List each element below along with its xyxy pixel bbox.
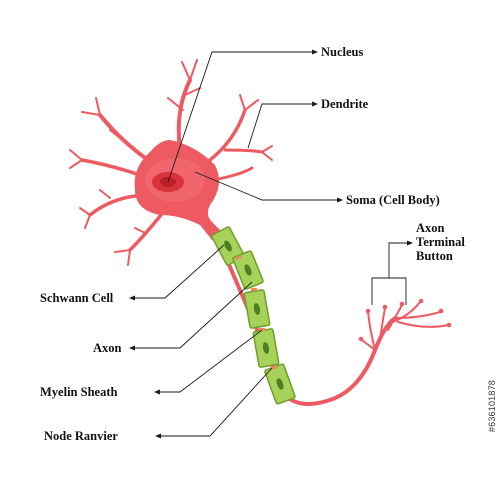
leader-node-ranvier <box>155 367 273 439</box>
soma <box>134 140 222 240</box>
myelin-sheath-segments <box>211 226 296 405</box>
label-axon-terminal-line3: Button <box>416 249 453 263</box>
myelin-segment <box>232 250 264 290</box>
label-node-ranvier: Node Ranvier <box>44 429 118 443</box>
label-axon-terminal-line2: Terminal <box>416 235 465 249</box>
label-axon-terminal-line1: Axon <box>416 221 445 235</box>
label-nucleus: Nucleus <box>321 45 364 59</box>
leader-nucleus <box>167 49 318 183</box>
axon-terminals <box>361 301 449 351</box>
stock-watermark: #636101878 <box>487 380 497 433</box>
myelin-segment <box>243 289 271 329</box>
leader-schwann-cell <box>129 244 225 301</box>
leader-dendrite <box>247 101 318 149</box>
label-axon: Axon <box>93 341 122 355</box>
leader-myelin-sheath <box>154 329 263 395</box>
label-dendrite: Dendrite <box>321 97 369 111</box>
label-schwann-cell: Schwann Cell <box>40 291 114 305</box>
leader-axon-terminal <box>371 240 413 305</box>
terminal-buttons <box>358 298 452 342</box>
nodes-of-ranvier <box>234 254 278 370</box>
label-myelin-sheath: Myelin Sheath <box>40 385 117 399</box>
leader-axon <box>129 281 253 351</box>
axon-fiber <box>213 230 397 406</box>
leader-soma <box>194 171 343 203</box>
label-soma: Soma (Cell Body) <box>346 193 440 207</box>
myelin-segment <box>264 363 296 405</box>
